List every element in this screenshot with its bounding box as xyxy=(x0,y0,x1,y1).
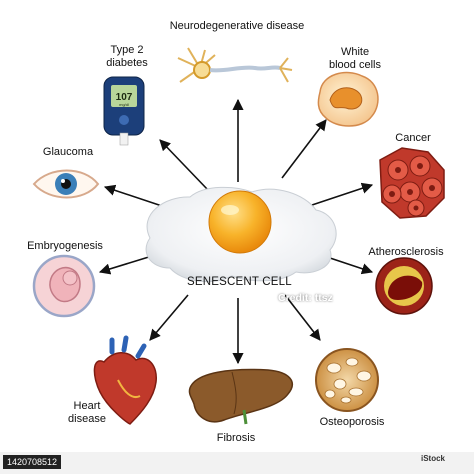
liver-icon xyxy=(188,368,293,425)
arrow-diabetes xyxy=(159,139,209,191)
cancer-cells-icon xyxy=(379,147,445,219)
label-osteoporosis: Osteoporosis xyxy=(319,416,385,428)
label-cancer: Cancer xyxy=(395,132,431,144)
label-type-2-diabetes: Type 2 diabetes xyxy=(106,44,148,69)
watermark-bar xyxy=(0,452,474,474)
arrow-glaucoma xyxy=(103,184,166,208)
watermark-image-id: 1420708512 xyxy=(3,455,62,469)
arrow-wbc xyxy=(281,119,327,179)
arrow-osteo xyxy=(284,294,321,341)
arrow-heart xyxy=(149,294,189,341)
heart-icon xyxy=(93,335,157,425)
glucometer-reading: 107 xyxy=(116,92,133,103)
label-atherosclerosis: Atherosclerosis xyxy=(368,246,444,258)
arrow-cancer xyxy=(311,182,374,206)
glucometer-unit: mg/dl xyxy=(119,102,129,107)
label-embryogenesis: Embryogenesis xyxy=(27,240,103,252)
watermark-credit: Credit: ttsz xyxy=(278,292,333,304)
label-neurodegenerative-disease: Neurodegenerative disease xyxy=(169,20,305,32)
glucometer-icon: 107 mg/dl xyxy=(103,76,145,146)
bone-icon xyxy=(315,348,379,412)
label-heart-disease: Heart disease xyxy=(68,400,106,425)
eye-icon xyxy=(32,169,100,199)
senescent-cell-label: SENESCENT CELL xyxy=(187,276,292,288)
watermark-logo: iStock xyxy=(421,454,446,463)
artery-icon xyxy=(375,257,433,315)
label-glaucoma: Glaucoma xyxy=(42,146,94,158)
senescent-cell-icon xyxy=(145,186,337,282)
label-white-blood-cells: White blood cells xyxy=(329,46,381,71)
embryo-icon xyxy=(32,254,96,318)
white-blood-cell-icon xyxy=(317,71,379,127)
label-fibrosis: Fibrosis xyxy=(216,432,256,444)
neuron-icon xyxy=(177,47,293,83)
